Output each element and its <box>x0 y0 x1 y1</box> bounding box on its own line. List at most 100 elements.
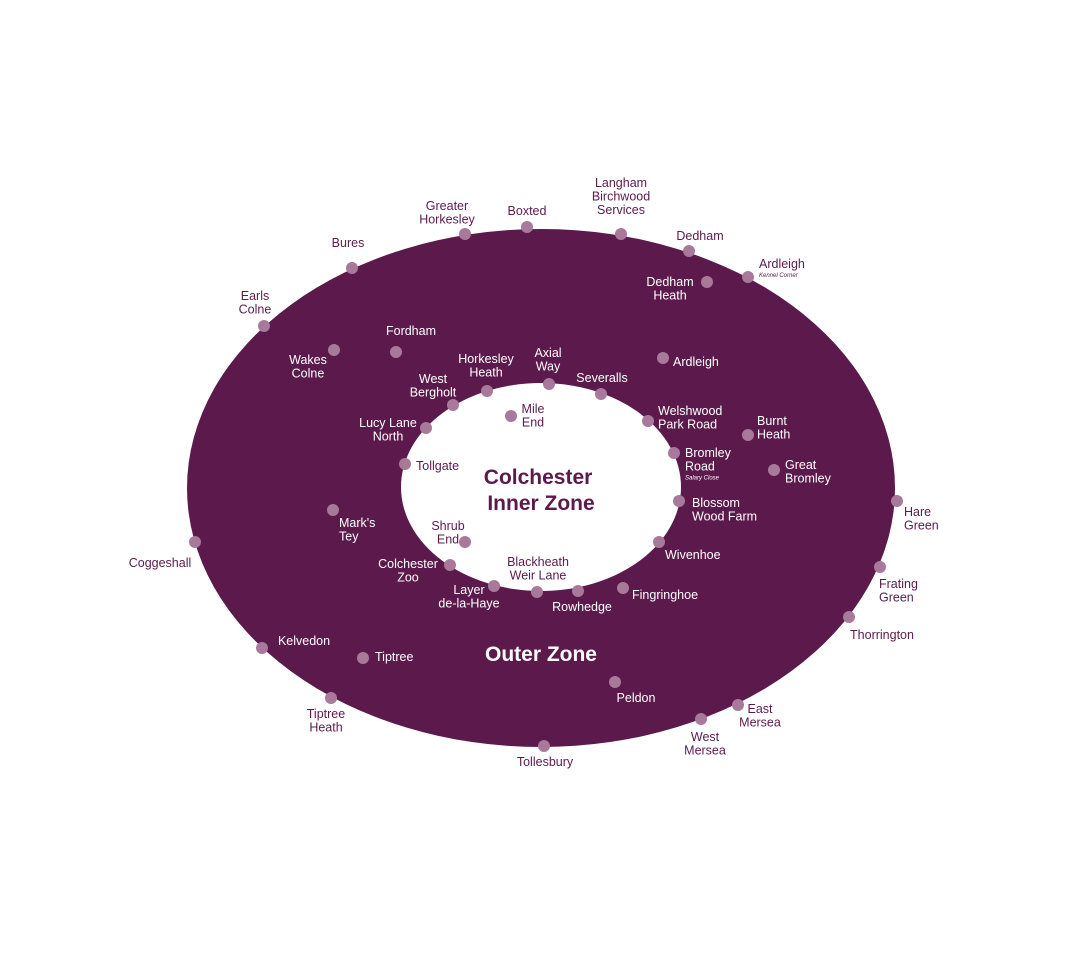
stop-dot <box>488 580 500 592</box>
stop-label-line: Tey <box>339 530 359 544</box>
stop-label-line: Heath <box>757 428 790 442</box>
stop-ardleigh: Ardleigh <box>657 352 719 369</box>
stop-dot <box>531 586 543 598</box>
stop-wivenhoe: Wivenhoe <box>653 536 721 562</box>
stop-dedham: Dedham <box>676 229 724 257</box>
stop-label-line: Park Road <box>658 418 717 432</box>
stop-fingringhoe: Fingringhoe <box>617 582 698 602</box>
stop-label-line: Ardleigh <box>759 257 805 271</box>
stop-label-line: Ardleigh <box>673 355 719 369</box>
stop-label-line: Great <box>785 458 817 472</box>
stop-dot <box>617 582 629 594</box>
stop-bures: Bures <box>332 236 365 274</box>
stop-label: Bures <box>332 236 365 250</box>
stop-dot <box>683 245 695 257</box>
outer-zone-title: Outer Zone <box>485 643 597 666</box>
stop-label-line: Bromley <box>785 472 832 486</box>
stop-label-line: Peldon <box>617 691 656 705</box>
stop-label-line: Fordham <box>386 324 436 338</box>
stop-label: Coggeshall <box>129 556 192 570</box>
inner-zone-title-line2: Inner Zone <box>487 492 594 515</box>
stop-tollesbury: Tollesbury <box>517 740 574 769</box>
stop-label-line: Way <box>536 360 561 374</box>
stop-label-line: Mile <box>522 402 545 416</box>
stop-dot <box>768 464 780 476</box>
stop-severalls: Severalls <box>576 371 628 400</box>
stop-sublabel: Kennel Corner <box>759 273 799 279</box>
stop-dot <box>742 429 754 441</box>
stop-label-line: Horkesley <box>419 213 475 227</box>
stop-label-line: Langham <box>595 176 647 190</box>
stop-fordham: Fordham <box>386 324 436 358</box>
stop-label: Ardleigh <box>673 355 719 369</box>
stop-sublabel: Salary Close <box>685 476 720 482</box>
stop-kelvedon: Kelvedon <box>256 634 330 654</box>
stop-label-line: Heath <box>309 721 342 735</box>
stop-dot <box>327 504 339 516</box>
stop-label-line: Mark's <box>339 516 375 530</box>
stop-label-line: Axial <box>534 346 561 360</box>
stop-dot <box>572 585 584 597</box>
stop-dot <box>444 559 456 571</box>
stop-tollgate: Tollgate <box>399 458 459 473</box>
stop-dot <box>673 495 685 507</box>
stop-label-line: Burnt <box>757 414 787 428</box>
stop-label-line: Bergholt <box>410 386 457 400</box>
stop-dot <box>642 415 654 427</box>
stop-label: Ardleigh <box>759 257 805 271</box>
stop-label-line: Welshwood <box>658 404 722 418</box>
stop-dot <box>357 652 369 664</box>
stop-label-line: Lucy Lane <box>359 416 417 430</box>
stop-label-line: Tollesbury <box>517 755 574 769</box>
stop-label: Fordham <box>386 324 436 338</box>
stop-label-line: East <box>747 702 773 716</box>
stop-label-line: Frating <box>879 577 918 591</box>
stop-dot <box>668 447 680 459</box>
stop-label-line: Coggeshall <box>129 556 192 570</box>
stop-dot <box>595 388 607 400</box>
stop-dot <box>695 713 707 725</box>
stop-label-line: Rowhedge <box>552 600 612 614</box>
stop-label-line: Mersea <box>739 716 781 730</box>
stop-dot <box>481 385 493 397</box>
stop-peldon: Peldon <box>609 676 656 705</box>
stop-label: Tiptree <box>375 650 413 664</box>
stop-dot <box>538 740 550 752</box>
stop-label-line: de-la-Haye <box>438 597 499 611</box>
stop-label-line: Greater <box>426 199 468 213</box>
stop-label-line: North <box>373 430 404 444</box>
stop-label-line: Tollgate <box>416 459 459 473</box>
stop-label-line: Wivenhoe <box>665 548 721 562</box>
stop-thorrington: Thorrington <box>843 611 914 642</box>
stop-label: Kelvedon <box>278 634 330 648</box>
stop-label-line: Road <box>685 460 715 474</box>
stop-label-line: Boxted <box>508 204 547 218</box>
stop-label-line: Kelvedon <box>278 634 330 648</box>
inner-zone-title: Colchester Inner Zone <box>484 466 598 515</box>
stop-label-line: Tiptree <box>375 650 413 664</box>
stop-label-line: Mersea <box>684 744 726 758</box>
stop-label-line: Services <box>597 203 645 217</box>
